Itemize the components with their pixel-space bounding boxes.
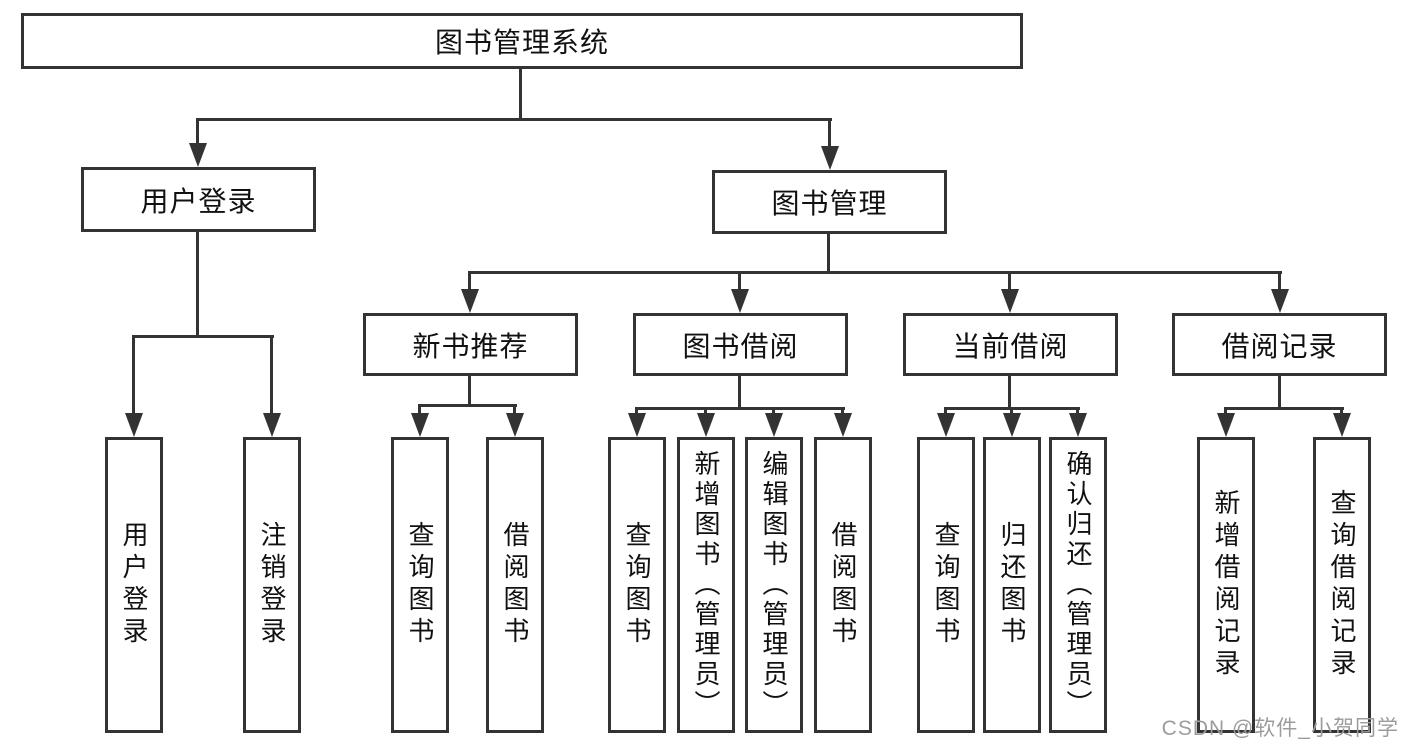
- connector-line: [1076, 407, 1079, 415]
- leaf-label: 查询借阅记录: [1327, 489, 1357, 681]
- node-label: 新书推荐: [412, 330, 529, 362]
- connector-line: [418, 404, 517, 407]
- leaf-label: 借阅图书: [828, 521, 858, 649]
- connector-line: [635, 407, 638, 415]
- arrow-down-icon: [628, 413, 646, 437]
- leaf-confirm-return-admin: 确认归还（管理员）: [1049, 437, 1107, 733]
- connector-line: [1010, 407, 1013, 415]
- arrow-down-icon: [697, 413, 715, 437]
- connector-line: [468, 376, 471, 407]
- leaf-query-books-borrow: 查询图书: [608, 437, 666, 733]
- leaf-label: 用户登录: [119, 521, 149, 649]
- leaf-return-books: 归还图书: [983, 437, 1041, 733]
- connector-line: [1224, 407, 1344, 410]
- arrow-down-icon: [1333, 413, 1351, 437]
- connector-line: [738, 271, 741, 291]
- leaf-borrow-books: 借阅图书: [814, 437, 872, 733]
- connector-line: [418, 404, 421, 415]
- leaf-add-borrow-record: 新增借阅记录: [1197, 437, 1255, 733]
- leaf-label: 归还图书: [997, 521, 1027, 649]
- leaf-query-books-current: 查询图书: [917, 437, 975, 733]
- leaf-label: 借阅图书: [500, 521, 530, 649]
- connector-line: [635, 407, 845, 410]
- connector-line: [944, 407, 947, 415]
- connector-line: [468, 271, 1282, 274]
- node-borrow-records: 借阅记录: [1172, 313, 1387, 376]
- arrow-down-icon: [506, 413, 524, 437]
- connector-line: [827, 234, 830, 274]
- connector-line: [1340, 407, 1343, 415]
- connector-line: [828, 118, 831, 148]
- connector-line: [704, 407, 707, 415]
- leaf-borrow-books-recommend: 借阅图书: [486, 437, 544, 733]
- connector-line: [513, 404, 516, 415]
- arrow-down-icon: [834, 413, 852, 437]
- connector-line: [1224, 407, 1227, 415]
- arrow-down-icon: [765, 413, 783, 437]
- node-label: 图书管理: [771, 188, 888, 219]
- arrow-down-icon: [461, 289, 479, 313]
- node-library-management-system: 图书管理系统: [21, 13, 1023, 69]
- node-user-login: 用户登录: [81, 167, 316, 232]
- arrow-down-icon: [1217, 413, 1235, 437]
- connector-line: [1278, 271, 1281, 291]
- leaf-label: 查询图书: [622, 521, 652, 649]
- connector-line: [1008, 376, 1011, 410]
- arrow-down-icon: [1003, 413, 1021, 437]
- connector-line: [841, 407, 844, 415]
- connector-line: [132, 335, 274, 338]
- connector-line: [772, 407, 775, 415]
- connector-line: [196, 232, 199, 338]
- arrow-down-icon: [125, 413, 143, 437]
- arrow-down-icon: [411, 413, 429, 437]
- node-label: 用户登录: [140, 185, 257, 217]
- arrow-down-icon: [821, 146, 839, 170]
- csdn-watermark: CSDN @软件_小贺同学: [1161, 717, 1399, 740]
- node-book-management: 图书管理: [712, 170, 947, 234]
- node-current-borrow: 当前借阅: [903, 313, 1118, 376]
- leaf-add-books-admin: 新增图书（管理员）: [677, 437, 735, 733]
- arrow-down-icon: [189, 143, 207, 167]
- leaf-label: 注销登录: [257, 521, 287, 649]
- leaf-label: 编辑图书（管理员）: [759, 450, 789, 720]
- node-new-book-recommend: 新书推荐: [363, 313, 578, 376]
- connector-line: [1008, 271, 1011, 291]
- connector-line: [270, 335, 273, 414]
- leaf-label: 查询图书: [931, 521, 961, 649]
- node-label: 图书借阅: [682, 330, 799, 362]
- connector-line: [132, 335, 135, 414]
- connector-line: [468, 271, 471, 291]
- connector-line: [519, 69, 522, 121]
- leaf-label: 确认归还（管理员）: [1063, 450, 1093, 720]
- arrow-down-icon: [263, 413, 281, 437]
- connector-line: [196, 118, 832, 121]
- node-label: 当前借阅: [952, 330, 1069, 362]
- leaf-logout: 注销登录: [243, 437, 301, 733]
- leaf-label: 新增图书（管理员）: [691, 450, 721, 720]
- leaf-user-login: 用户登录: [105, 437, 163, 733]
- arrow-down-icon: [1271, 289, 1289, 313]
- node-book-borrow: 图书借阅: [633, 313, 848, 376]
- leaf-edit-books-admin: 编辑图书（管理员）: [745, 437, 803, 733]
- connector-line: [738, 376, 741, 410]
- connector-line: [196, 118, 199, 145]
- leaf-label: 新增借阅记录: [1211, 489, 1241, 681]
- leaf-query-books-recommend: 查询图书: [391, 437, 449, 733]
- node-label: 借阅记录: [1221, 330, 1338, 362]
- node-label: 图书管理系统: [434, 27, 609, 58]
- arrow-down-icon: [1001, 289, 1019, 313]
- arrow-down-icon: [937, 413, 955, 437]
- arrow-down-icon: [1069, 413, 1087, 437]
- arrow-down-icon: [731, 289, 749, 313]
- leaf-query-borrow-record: 查询借阅记录: [1313, 437, 1371, 733]
- leaf-label: 查询图书: [405, 521, 435, 649]
- connector-line: [1278, 376, 1281, 410]
